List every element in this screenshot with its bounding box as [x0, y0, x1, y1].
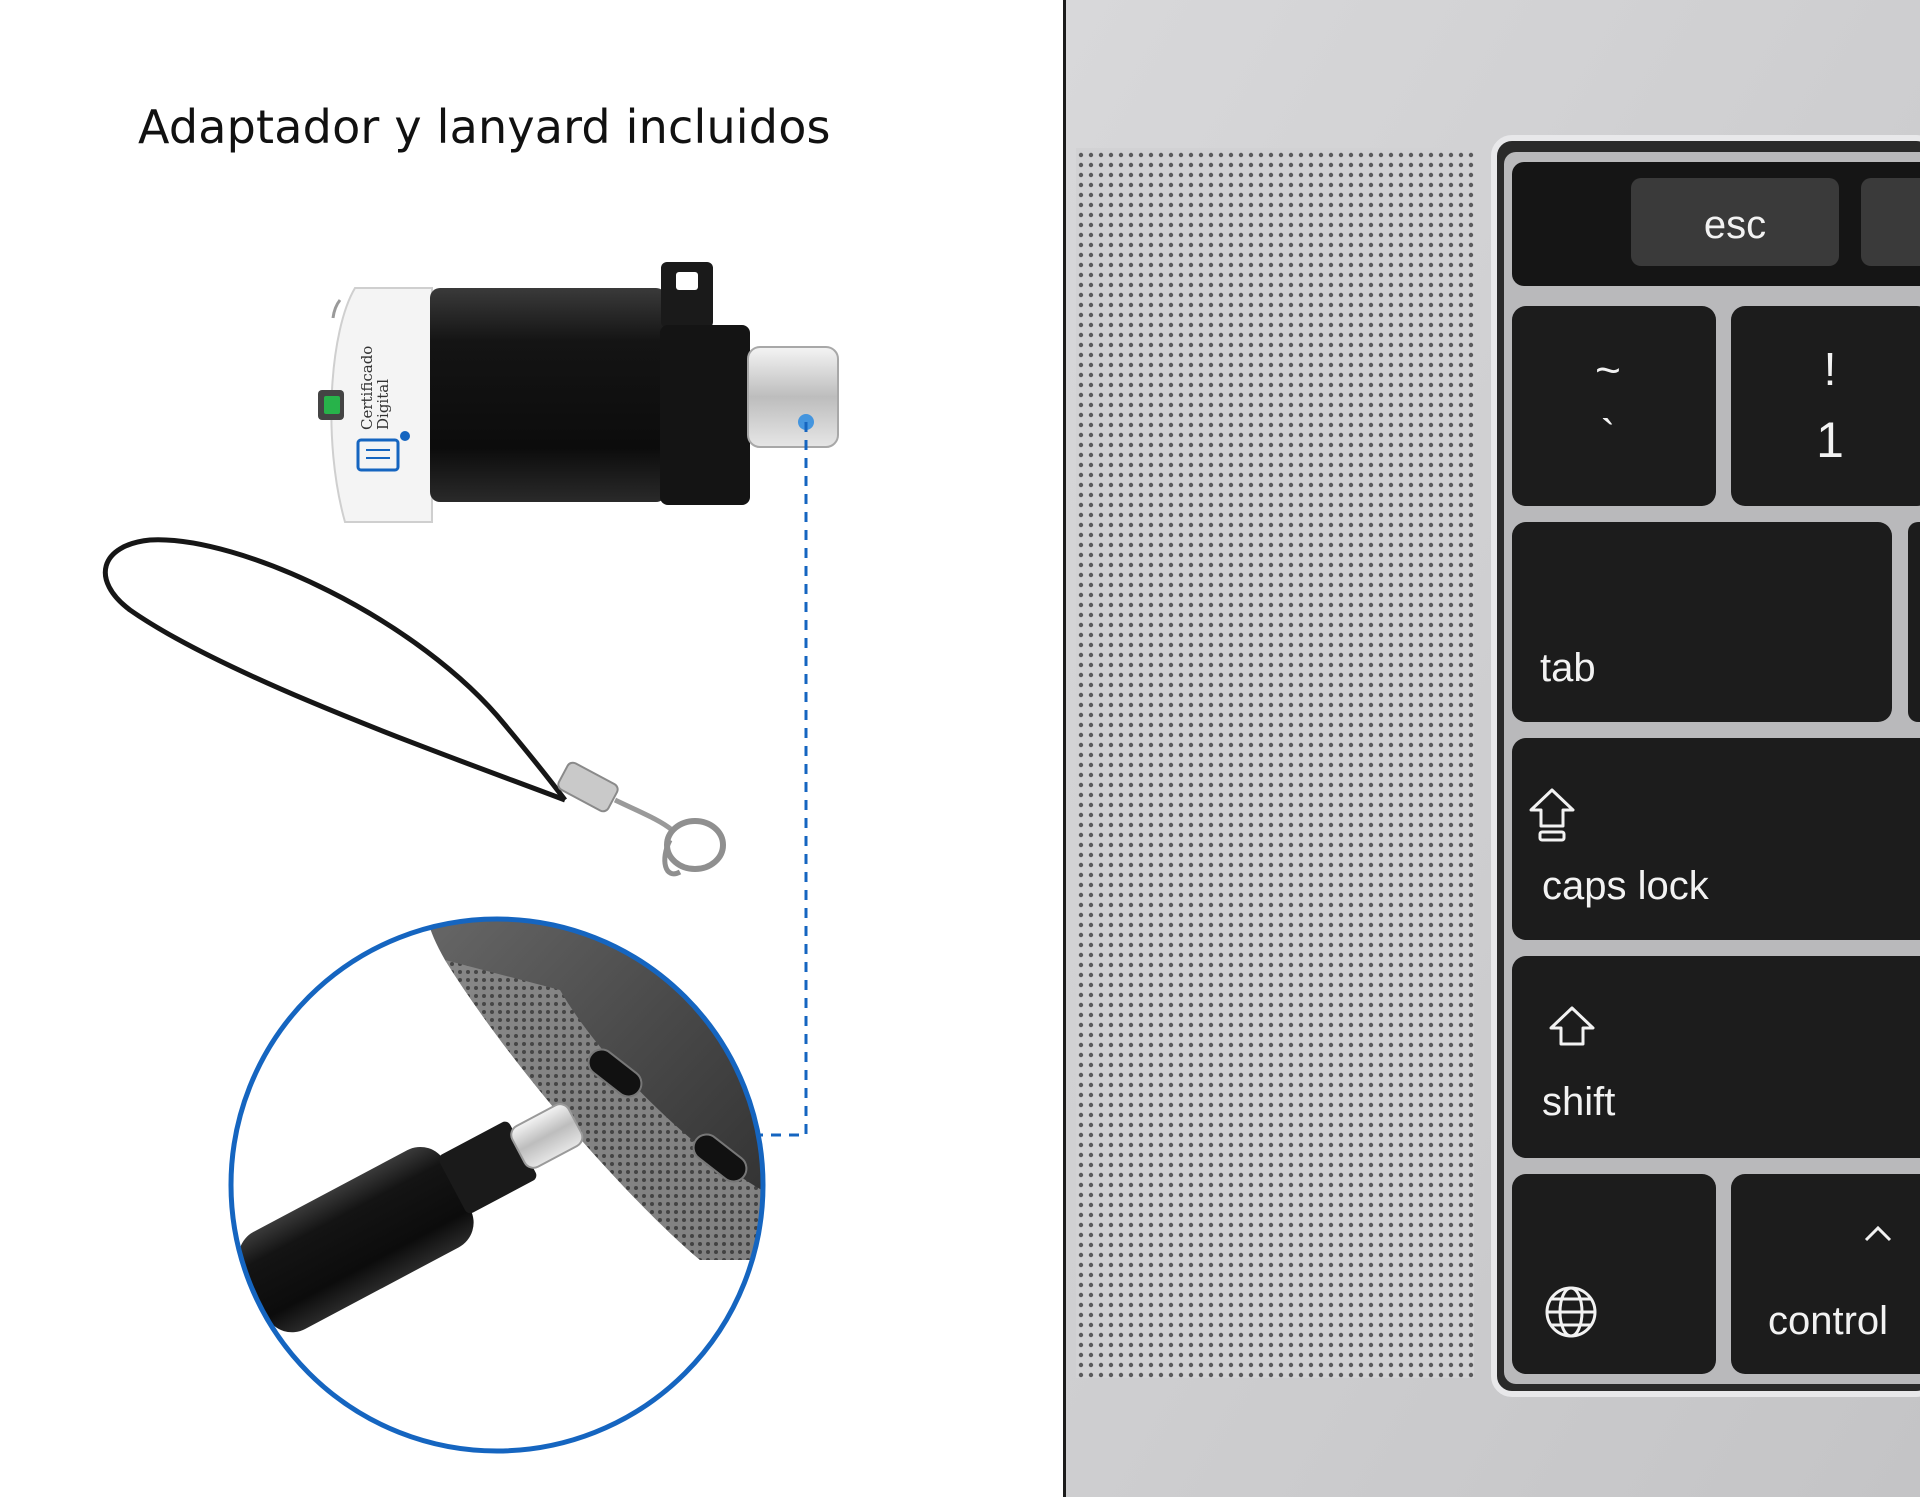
document-icon	[356, 431, 410, 472]
tilde-top-label: ~	[1595, 346, 1621, 395]
caps-lock-arrow-icon	[1529, 788, 1575, 842]
control-caret-icon	[1864, 1225, 1892, 1242]
usb-c-plug	[747, 346, 839, 448]
caps-lock-key[interactable]	[1512, 738, 1920, 940]
laptop-keyboard-panel: esc ~ ` ! 1 tab caps lock shift	[1066, 0, 1920, 1497]
tab-key[interactable]	[1512, 522, 1892, 722]
tilde-bottom-label: `	[1601, 411, 1616, 460]
headline: Adaptador y lanyard incluidos	[138, 100, 831, 154]
lanyard	[102, 537, 726, 877]
tab-label: tab	[1540, 646, 1596, 690]
usb-c-port-zoom-inset	[228, 916, 766, 1454]
certificado-digital-label: Certificado Digital	[358, 346, 392, 430]
svg-text:Certificado: Certificado	[358, 346, 376, 430]
one-top-label: !	[1824, 343, 1837, 395]
shift-arrow-icon	[1549, 1006, 1595, 1046]
product-illustration-panel: Adaptador y lanyard incluidos	[102, 100, 839, 1454]
adapter-black-body	[430, 288, 666, 502]
tilde-key[interactable]	[1512, 306, 1716, 506]
caps-lock-label: caps lock	[1542, 864, 1710, 908]
connection-guide-line	[735, 422, 808, 1137]
control-label: control	[1768, 1299, 1888, 1343]
adapter-scene: Certificado Digital	[102, 262, 839, 1454]
usb-c-port	[587, 1048, 643, 1098]
panel-divider	[1063, 0, 1066, 1497]
shift-key[interactable]	[1512, 956, 1920, 1158]
speaker-grille	[1076, 148, 1474, 1378]
keyboard-scene: esc ~ ` ! 1 tab caps lock shift	[1066, 0, 1920, 1497]
card-reader-adapter: Certificado Digital	[318, 262, 839, 523]
globe-key[interactable]	[1512, 1174, 1716, 1374]
esc-key[interactable]	[1631, 178, 1839, 266]
svg-text:Digital: Digital	[374, 379, 392, 430]
globe-icon	[1545, 1286, 1597, 1338]
one-bottom-label: 1	[1816, 412, 1844, 468]
one-key[interactable]	[1731, 306, 1920, 506]
green-led	[324, 396, 340, 414]
shift-label: shift	[1542, 1080, 1615, 1124]
esc-label: esc	[1704, 203, 1766, 247]
control-key[interactable]	[1731, 1174, 1920, 1374]
